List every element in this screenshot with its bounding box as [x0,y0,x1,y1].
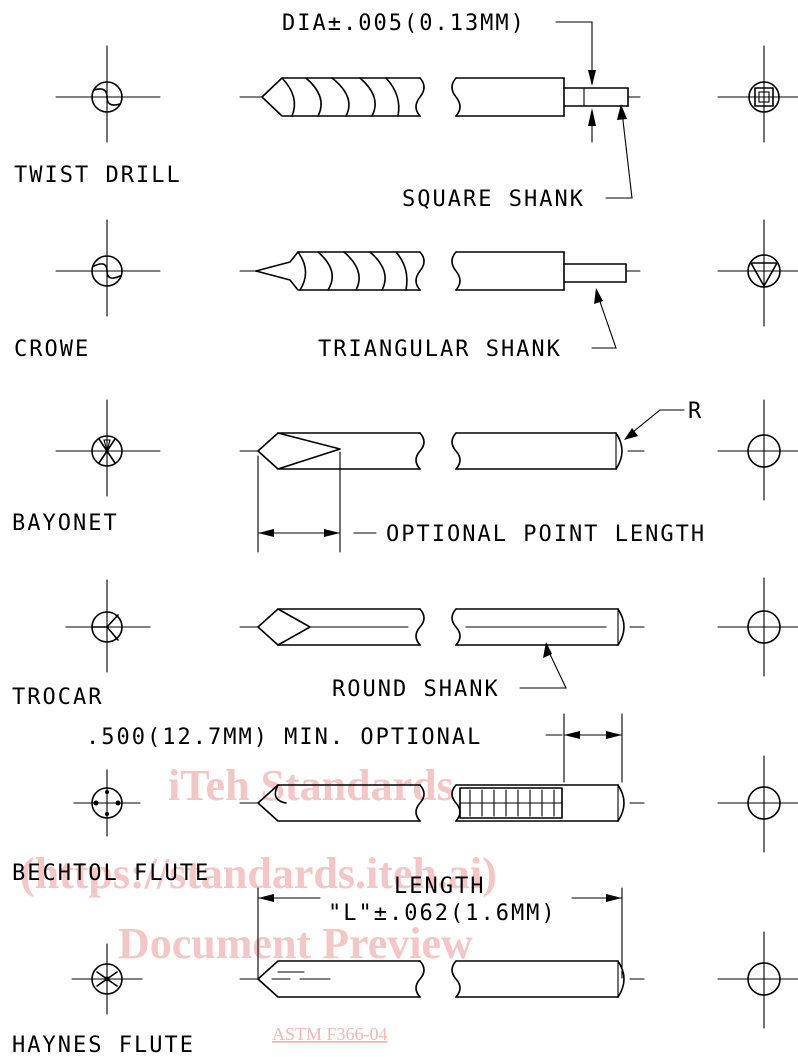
triangular-shank [563,263,627,283]
trocar-label: TROCAR [12,685,103,710]
length-dimension: LENGTH "L"±.062(1.6MM) [257,874,623,979]
crowe-end-view [55,219,161,317]
row-twist-drill: DIA±.005(0.13MM) SQUARE SHANK TWIST DRIL… [14,11,798,212]
optional-point-length-dimension [257,451,377,553]
haynes-body [257,960,625,998]
min-optional-dimension [545,713,623,783]
bayonet-round-end-view [717,399,798,501]
bechtol-end-view [73,769,141,837]
triangular-shank-end-view [717,219,798,327]
haynes-end-view [71,943,143,1015]
length-label: LENGTH [394,874,485,899]
watermark-line-3: Document Preview [118,919,473,968]
watermark-code: ASTM F366-04 [272,1024,388,1044]
row-trocar: ROUND SHANK TROCAR [12,577,798,710]
bechtol-round-end-view [717,755,798,853]
square-shank-label: SQUARE SHANK [402,187,585,212]
crowe-body [255,251,565,291]
row-bayonet: R OPTIONAL POINT LENGTH BAYONET [12,399,798,553]
row-haynes-flute: HAYNES FLUTE [12,931,798,1057]
row-bechtol-flute: .500(12.7MM) MIN. OPTIONAL [12,713,798,886]
triangular-shank-label: TRIANGULAR SHANK [318,337,562,362]
bayonet-body [257,432,623,470]
twist-drill-body [261,77,565,117]
round-shank-label: ROUND SHANK [332,677,500,702]
trocar-round-end-view [717,577,798,677]
bayonet-end-view [55,399,161,497]
bechtol-flute-label: BECHTOL FLUTE [12,861,210,886]
min-optional-label: .500(12.7MM) MIN. OPTIONAL [86,725,482,750]
twist-drill-label: TWIST DRILL [14,163,182,188]
row-crowe: TRIANGULAR SHANK CROWE [14,219,798,362]
haynes-flute-label: HAYNES FLUTE [12,1033,195,1057]
optional-point-length-label: OPTIONAL POINT LENGTH [386,522,706,547]
length-tolerance-label: "L"±.062(1.6MM) [328,901,557,926]
dia-dimension: DIA±.005(0.13MM) [282,11,596,143]
dia-tolerance-label: DIA±.005(0.13MM) [282,11,526,36]
trocar-end-view [65,579,151,673]
bayonet-label: BAYONET [12,511,119,536]
crowe-label: CROWE [14,337,90,362]
square-shank [563,87,629,107]
trocar-body [257,608,625,646]
bechtol-body [257,784,625,822]
haynes-round-end-view [717,931,798,1029]
watermark: iTeh Standards (https://standards.iteh.a… [20,761,497,1044]
radius-label: R [688,399,703,424]
square-shank-end-view [717,45,798,143]
twist-drill-end-view [55,45,161,143]
